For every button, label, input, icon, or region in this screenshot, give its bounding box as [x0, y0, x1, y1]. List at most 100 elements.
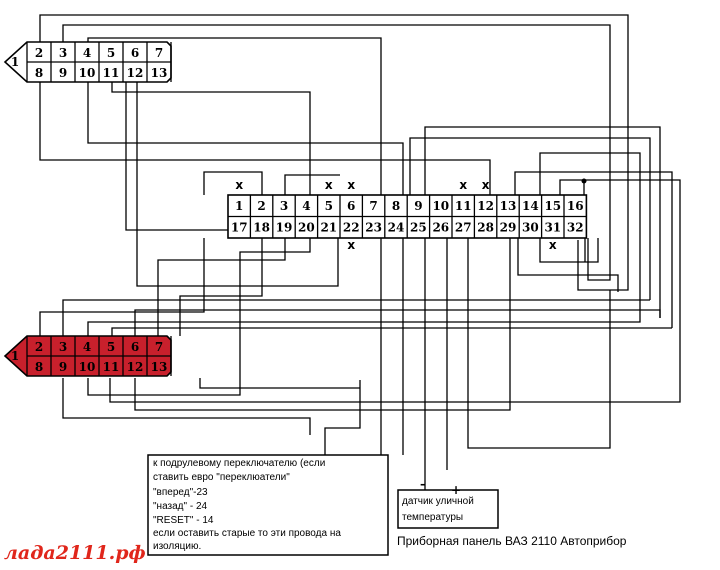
wire — [514, 171, 673, 328]
pin-label: 3 — [59, 340, 67, 354]
pin-label: 21 — [320, 221, 337, 235]
pin-label: 6 — [131, 46, 139, 60]
pin-label: 27 — [455, 221, 472, 235]
wire — [199, 378, 360, 389]
wire — [157, 238, 286, 336]
pin-label: 22 — [343, 221, 360, 235]
wire — [62, 378, 311, 435]
unused-pin-mark: x — [235, 178, 243, 192]
sensor-plus: + — [451, 483, 461, 497]
pin-label: 10 — [79, 360, 96, 374]
wire — [134, 238, 511, 411]
pin-label: 3 — [59, 46, 67, 60]
pin-label: 29 — [500, 221, 517, 235]
pin-label: 20 — [298, 221, 315, 235]
wire — [87, 272, 641, 336]
wire — [539, 152, 641, 272]
pin-label: 24 — [388, 221, 405, 235]
pin-label: 13 — [151, 66, 168, 80]
pin-label: 4 — [83, 46, 91, 60]
pin-label: 7 — [369, 199, 377, 213]
note-line: к подрулевому переключателю (если — [153, 458, 325, 469]
pin-label: 9 — [59, 360, 67, 374]
pin-label: 11 — [103, 66, 120, 80]
wire — [539, 238, 599, 263]
unused-pin-mark: x — [549, 238, 557, 252]
wire-junction — [581, 178, 587, 184]
wire — [134, 309, 661, 336]
wire — [39, 238, 205, 338]
wire — [111, 327, 672, 336]
unused-pin-mark: x — [325, 178, 333, 192]
pin-label: 15 — [544, 199, 561, 213]
note-line: "назад" - 24 — [153, 501, 208, 512]
pin-label: 13 — [500, 199, 517, 213]
pin-label: 8 — [392, 199, 400, 213]
pin-label: 1 — [11, 55, 19, 69]
wire — [284, 174, 340, 195]
wire — [87, 37, 382, 195]
pin-label: 2 — [35, 46, 43, 60]
unused-pin-mark: x — [459, 178, 467, 192]
sensor-box: датчик уличной температуры – + — [397, 477, 499, 529]
wire — [324, 380, 361, 455]
unused-pin-mark: x — [347, 178, 355, 192]
wire — [136, 82, 339, 287]
pin-label: 2 — [35, 340, 43, 354]
pin-label: 28 — [477, 221, 494, 235]
pin-label: 16 — [567, 199, 584, 213]
wire — [517, 238, 619, 292]
wire — [203, 171, 263, 195]
pin-label: 10 — [432, 199, 449, 213]
pin-label: 32 — [567, 221, 584, 235]
site-logo: лада2111.рф — [4, 542, 146, 564]
pin-label: 25 — [410, 221, 427, 235]
sensor-frame — [397, 489, 499, 529]
unused-pin-mark: x — [347, 238, 355, 252]
pin-label: 4 — [302, 199, 310, 213]
pin-label: 1 — [235, 199, 243, 213]
note-frame — [147, 454, 389, 556]
wire — [179, 238, 263, 336]
pin-label: 6 — [347, 199, 355, 213]
note-line: "вперед"-23 — [153, 487, 208, 498]
note-line: изоляцию. — [153, 541, 201, 552]
pin-label: 8 — [35, 360, 43, 374]
pin-label: 9 — [414, 199, 422, 213]
pin-label: 23 — [365, 221, 382, 235]
pin-label: 2 — [257, 199, 265, 213]
wire — [424, 126, 661, 318]
pin-label: 11 — [103, 360, 120, 374]
wire — [409, 137, 651, 300]
sensor-label-line: датчик уличной — [402, 496, 474, 507]
caption: Приборная панель ВАЗ 2110 Автоприбор — [397, 534, 627, 548]
wire — [87, 82, 404, 195]
unused-pin-mark: x — [482, 178, 490, 192]
wire — [109, 179, 681, 403]
pin-label: 26 — [432, 221, 449, 235]
pin-label: 4 — [83, 340, 91, 354]
wires — [39, 14, 681, 490]
pin-label: 12 — [127, 66, 144, 80]
pin-label: 5 — [107, 46, 115, 60]
pin-label: 11 — [455, 199, 472, 213]
sensor-label-line: температуры — [402, 512, 463, 523]
pin-label: 5 — [107, 340, 115, 354]
pin-label: 18 — [253, 221, 270, 235]
pin-label: 17 — [231, 221, 248, 235]
sensor-minus: – — [420, 477, 426, 491]
wire — [125, 82, 230, 231]
pin-label: 1 — [11, 349, 19, 363]
note-box: к подрулевому переключателю (если ставит… — [147, 454, 389, 556]
pin-label: 8 — [35, 66, 43, 80]
pin-label: 12 — [127, 360, 144, 374]
note-line: если оставить старые то эти провода на — [153, 528, 341, 539]
pin-label: 10 — [79, 66, 96, 80]
pin-label: 6 — [131, 340, 139, 354]
pin-label: 5 — [325, 199, 333, 213]
wire — [39, 82, 491, 195]
note-line: "RESET" - 14 — [153, 515, 214, 526]
